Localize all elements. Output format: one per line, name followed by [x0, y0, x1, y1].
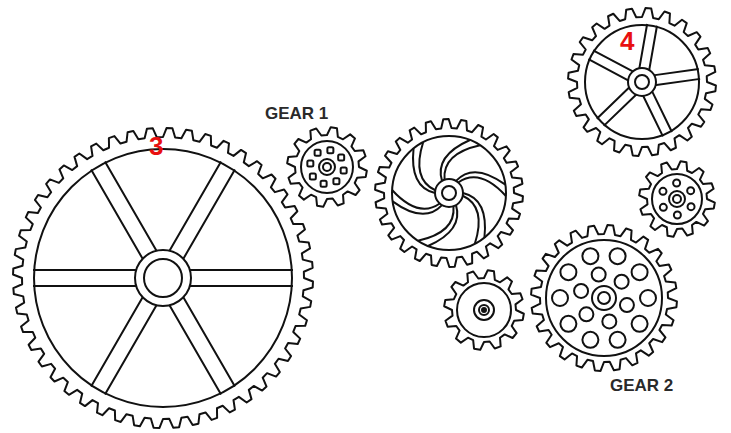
- gear-spoke: [189, 270, 293, 286]
- gear-spoke: [463, 193, 485, 238]
- gear-spoke: [33, 270, 137, 286]
- small-gear: [287, 127, 367, 207]
- gear-hole: [338, 155, 344, 161]
- small-gear: [639, 161, 715, 237]
- gear-hole: [640, 290, 656, 306]
- gear-rim: [546, 240, 662, 356]
- gear-teeth: [531, 225, 677, 371]
- gear-spoke: [458, 177, 506, 196]
- gear-spoke: [413, 148, 435, 193]
- gear-hole: [560, 264, 576, 280]
- gear-hole: [321, 181, 327, 187]
- gear-rim: [457, 283, 511, 337]
- gear-hole: [673, 180, 680, 187]
- gear-hole: [579, 307, 593, 321]
- gear-teeth: [287, 127, 367, 207]
- gear-spoke: [444, 145, 480, 180]
- gear-hole: [592, 268, 606, 282]
- gear-hole: [560, 316, 576, 332]
- gear-hole: [610, 332, 626, 348]
- gear-hub: [479, 305, 489, 315]
- large-spoked-gear: [13, 128, 313, 428]
- gear-hole: [674, 211, 681, 218]
- gear-spoke: [91, 297, 157, 395]
- gear-hole: [315, 150, 321, 156]
- gear-spoke: [463, 196, 479, 244]
- gear-hub: [474, 300, 494, 320]
- five-spoke-gear: [568, 8, 716, 156]
- gear-rim: [34, 149, 292, 407]
- gear-hole: [688, 203, 695, 210]
- gear-rim: [652, 174, 702, 224]
- gear-hole: [574, 284, 588, 298]
- gear-hole: [341, 167, 347, 173]
- gear-hole: [620, 298, 634, 312]
- gear-spoke: [169, 161, 235, 259]
- gear-spoke: [643, 91, 672, 137]
- gear-rim: [392, 136, 506, 250]
- gear-label: GEAR 2: [608, 377, 675, 394]
- gear-hole: [615, 275, 629, 289]
- gear-hub: [592, 286, 616, 310]
- gear-spoke: [91, 161, 157, 259]
- gear-spoke: [597, 87, 637, 126]
- gear-hole: [582, 248, 598, 264]
- gear-spoke: [169, 297, 235, 395]
- gear-hole: [632, 316, 648, 332]
- gear-hub: [673, 195, 681, 203]
- gear-spoke: [653, 69, 700, 85]
- gear-hub: [598, 292, 610, 304]
- gear-hub: [435, 179, 463, 207]
- gear-hole: [327, 147, 333, 153]
- gear-rim: [301, 141, 353, 193]
- callout-number: 4: [618, 28, 636, 54]
- gear-hub: [635, 75, 649, 89]
- gear-spoke: [419, 142, 435, 190]
- callout-number: 3: [147, 133, 165, 159]
- gear-hole: [660, 204, 667, 211]
- gear-spoke: [588, 50, 633, 80]
- gear-hole: [687, 187, 694, 194]
- gear-hole: [552, 290, 568, 306]
- gear-hub: [628, 68, 656, 96]
- gear-hole: [659, 188, 666, 195]
- gear-teeth: [639, 161, 715, 237]
- gear-teeth: [568, 8, 716, 156]
- gear-hub: [135, 250, 191, 306]
- gear-hub: [319, 159, 335, 175]
- gear-spoke: [418, 206, 454, 241]
- gear-hub: [442, 186, 456, 200]
- gear-hole: [333, 178, 339, 184]
- gear-hub: [323, 163, 331, 171]
- gear-hole: [632, 264, 648, 280]
- gear-spoke: [639, 24, 657, 71]
- gear-teeth: [375, 119, 523, 267]
- gear-hub: [144, 259, 182, 297]
- gear-label: GEAR 1: [263, 105, 330, 122]
- gear-hole: [310, 173, 316, 179]
- gear-hole: [610, 248, 626, 264]
- gear-teeth: [13, 128, 313, 428]
- curved-spoke-gear: [375, 119, 523, 267]
- gear-teeth: [444, 270, 524, 350]
- gear-hub: [669, 191, 685, 207]
- gear-hole: [602, 314, 616, 328]
- holed-gear: [531, 225, 677, 371]
- small-gear: [444, 270, 524, 350]
- gear-hole: [307, 161, 313, 167]
- gear-hole: [582, 332, 598, 348]
- gear-hub: [482, 308, 486, 312]
